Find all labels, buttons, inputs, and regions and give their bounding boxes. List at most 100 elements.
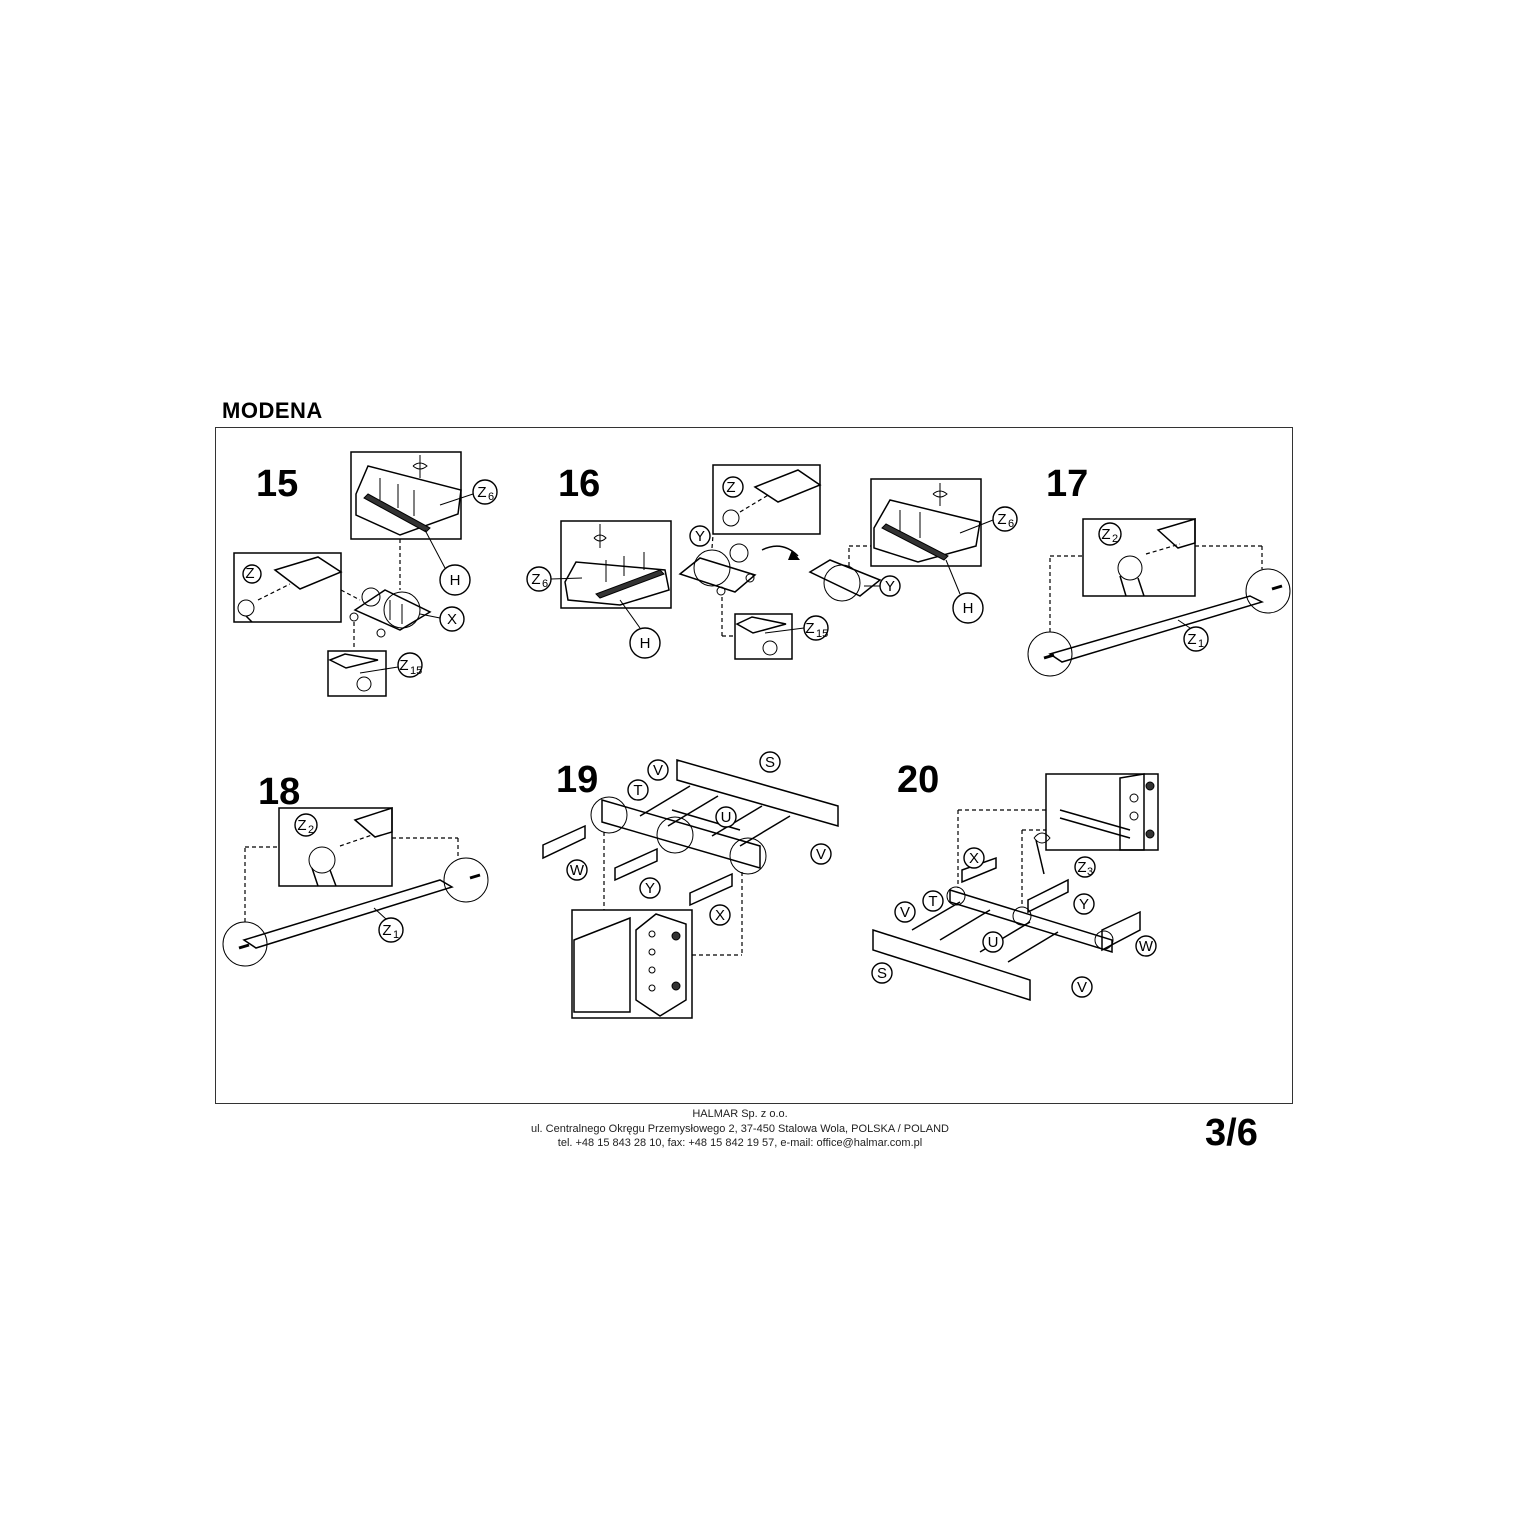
svg-text:Z: Z xyxy=(805,620,814,637)
svg-text:V: V xyxy=(1077,979,1087,996)
callout-h-16b xyxy=(952,592,984,624)
step-20: 20 Z 3 X T V xyxy=(871,759,1159,1002)
callout-z1-18 xyxy=(378,917,404,943)
detail-box-joint-19 xyxy=(571,909,693,1019)
step-18: 18 Z 2 Z 1 xyxy=(222,771,489,967)
footer-address: ul. Centralnego Okręgu Przemysłowego 2, … xyxy=(530,1122,949,1135)
long-rail-18 xyxy=(242,879,454,949)
svg-text:2: 2 xyxy=(308,824,314,836)
svg-text:Y: Y xyxy=(645,880,655,897)
svg-text:15: 15 xyxy=(816,628,828,640)
svg-text:Z: Z xyxy=(531,571,540,588)
svg-text:U: U xyxy=(721,809,732,826)
step-15: 15 Z 6 H Z X xyxy=(233,451,498,697)
step-number-20: 20 xyxy=(897,759,939,801)
svg-text:2: 2 xyxy=(1112,533,1118,545)
callout-z2-16 xyxy=(722,476,744,498)
callout-z1-17 xyxy=(1183,626,1209,652)
svg-text:W: W xyxy=(570,862,585,879)
svg-text:6: 6 xyxy=(488,491,494,503)
svg-text:1: 1 xyxy=(1198,638,1204,650)
step-16: 16 Z 6 H Y Z Z 15 xyxy=(526,463,1018,660)
svg-text:T: T xyxy=(633,782,642,799)
svg-text:U: U xyxy=(988,934,999,951)
svg-text:Y: Y xyxy=(885,578,895,595)
svg-text:H: H xyxy=(963,600,974,617)
callout-x xyxy=(439,606,465,632)
svg-text:15: 15 xyxy=(410,665,422,677)
svg-text:V: V xyxy=(816,846,826,863)
callout-z2 xyxy=(242,564,262,584)
svg-text:3: 3 xyxy=(1087,866,1093,878)
page-number: 3/6 xyxy=(1205,1112,1258,1154)
svg-text:H: H xyxy=(640,635,651,652)
svg-text:Z: Z xyxy=(1101,526,1110,543)
detail-box-panel-16b xyxy=(870,478,982,567)
callout-y-20 xyxy=(1073,893,1095,915)
detail-box-dowel-16 xyxy=(712,464,821,535)
footer-company: HALMAR Sp. z o.o. xyxy=(692,1108,788,1120)
callout-z15 xyxy=(397,652,423,678)
svg-text:Y: Y xyxy=(1079,896,1089,913)
callout-t-19 xyxy=(627,779,649,801)
step-17: 17 Z 2 Z 1 xyxy=(1027,463,1291,677)
detail-box-cam xyxy=(327,650,387,697)
callout-z3-20 xyxy=(1074,856,1096,878)
svg-text:W: W xyxy=(1139,938,1154,955)
svg-text:Z: Z xyxy=(1187,631,1196,648)
detail-box-panel-16a xyxy=(560,520,672,609)
long-rail-17 xyxy=(1048,595,1265,663)
callout-z2-18 xyxy=(294,813,318,837)
callout-w-20 xyxy=(1135,935,1157,957)
instruction-frame xyxy=(215,427,1293,1104)
callout-s-20 xyxy=(871,962,893,984)
svg-text:6: 6 xyxy=(1008,518,1014,530)
svg-text:S: S xyxy=(877,965,887,982)
svg-text:X: X xyxy=(969,850,979,867)
svg-text:T: T xyxy=(928,893,937,910)
callout-y-19 xyxy=(639,877,661,899)
step-19: 19 S T V U V W Y X xyxy=(542,751,839,1019)
callout-x-20 xyxy=(963,847,985,869)
step-number-18: 18 xyxy=(258,771,300,813)
step-number-19: 19 xyxy=(556,759,598,801)
callout-x-19 xyxy=(709,904,731,926)
callout-z6 xyxy=(472,479,498,505)
callout-s-19 xyxy=(759,751,781,773)
callout-v-20a xyxy=(894,901,916,923)
footer-contact: tel. +48 15 843 28 10, fax: +48 15 842 1… xyxy=(557,1137,923,1149)
svg-text:X: X xyxy=(715,907,725,924)
svg-text:Z: Z xyxy=(997,511,1006,528)
svg-text:V: V xyxy=(900,904,910,921)
svg-text:Z: Z xyxy=(477,484,486,501)
svg-text:Z: Z xyxy=(726,479,735,496)
svg-text:6: 6 xyxy=(542,578,548,590)
callout-h-16 xyxy=(629,627,661,659)
detail-box-joint-20 xyxy=(1045,773,1159,851)
step-number-17: 17 xyxy=(1046,463,1088,505)
callout-v-20b xyxy=(1071,976,1093,998)
svg-text:Y: Y xyxy=(695,528,705,545)
svg-text:Z: Z xyxy=(1077,859,1086,876)
svg-text:Z: Z xyxy=(297,817,306,834)
svg-text:Z: Z xyxy=(245,565,254,582)
document-title: MODENA xyxy=(222,398,323,423)
svg-text:V: V xyxy=(653,762,663,779)
svg-text:1: 1 xyxy=(393,929,399,941)
callout-h xyxy=(439,564,471,596)
callout-v-19b xyxy=(810,843,832,865)
rotate-arrow xyxy=(761,545,799,557)
callout-u-19 xyxy=(715,806,737,828)
svg-text:Z: Z xyxy=(382,922,391,939)
detail-box-dowel xyxy=(233,552,342,623)
callout-u-20 xyxy=(982,931,1004,953)
callout-z6-16b xyxy=(992,506,1018,532)
callout-t-20 xyxy=(922,890,944,912)
callout-z2-17 xyxy=(1098,522,1122,546)
step-number-15: 15 xyxy=(256,463,298,505)
svg-text:S: S xyxy=(765,754,775,771)
callout-y-16 xyxy=(689,525,711,547)
step-number-16: 16 xyxy=(558,463,600,505)
svg-text:X: X xyxy=(447,611,457,628)
